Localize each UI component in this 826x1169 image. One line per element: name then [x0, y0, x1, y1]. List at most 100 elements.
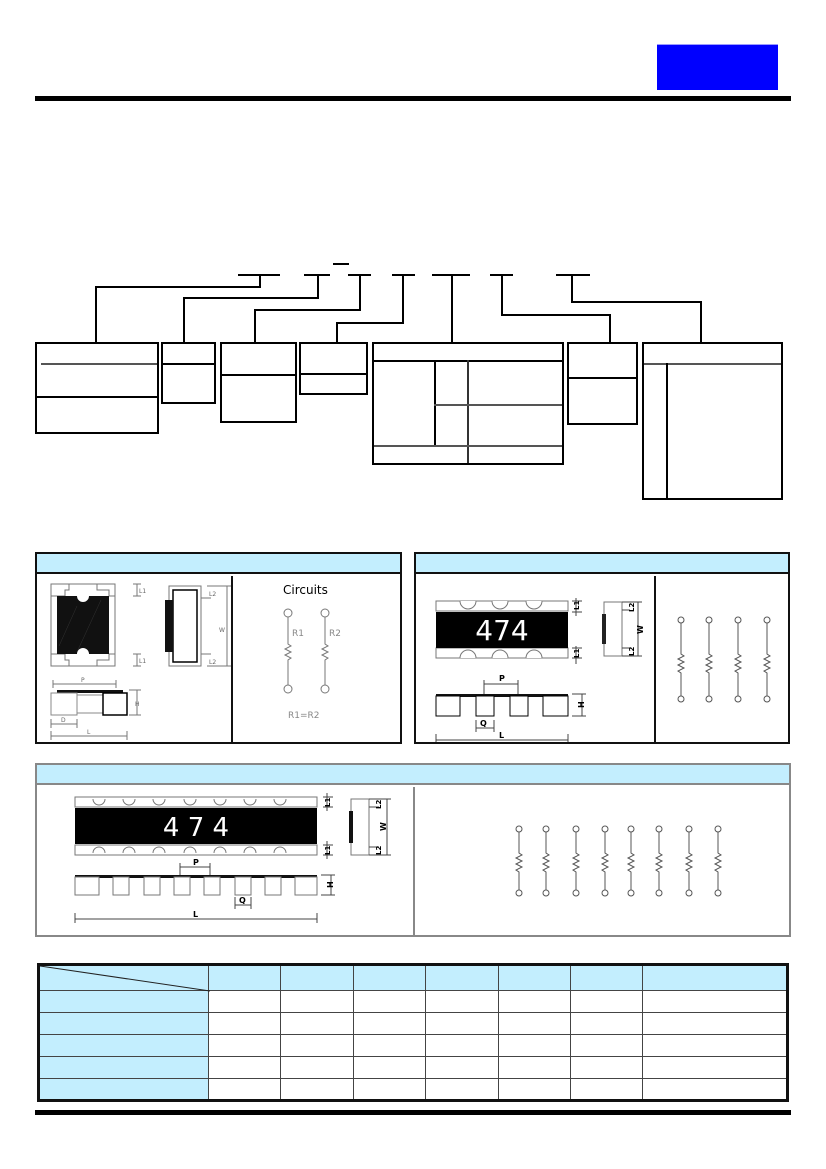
table-cell: [207, 1078, 282, 1101]
table-row-label: [38, 1056, 209, 1079]
chip-marking: 474: [475, 614, 528, 647]
table-cell: [569, 1056, 644, 1079]
table-cell: [642, 1056, 788, 1079]
table-cell: [280, 1056, 354, 1079]
table-cell: [425, 1078, 499, 1101]
table-cell: [207, 1012, 282, 1035]
callout-box-4: [299, 342, 368, 395]
table-cell: [207, 1056, 282, 1079]
table-header-cell: [642, 963, 788, 991]
table-row: [38, 990, 788, 1013]
table-cell: [207, 1034, 282, 1057]
table-cell: [352, 990, 427, 1013]
table-cell: [425, 1012, 499, 1035]
table-header-cell: [425, 963, 499, 991]
table-cell: [352, 1034, 427, 1057]
footer-rule: [35, 1110, 791, 1115]
chip-marking: 4 7 4: [163, 813, 229, 843]
dim-label-H: H: [135, 701, 140, 708]
4r-dimension-drawing: 474 L1 L1 L2 L2 W P H Q L: [435, 598, 645, 742]
panel-header: [37, 554, 400, 574]
dim-label-L: L: [87, 729, 91, 736]
dim-label-W: W: [379, 822, 388, 831]
table-cell: [280, 1012, 354, 1035]
table-cell: [569, 990, 644, 1013]
table-cell: [425, 1056, 499, 1079]
dim-label-Q: Q: [480, 719, 487, 728]
svg-text:L2: L2: [375, 846, 383, 855]
2r-dimension-drawing: L1 L1 L2 L2 W P H D L: [50, 583, 231, 740]
callout-box-2: [161, 342, 216, 404]
table-row-label: [38, 990, 209, 1013]
header-rule: [35, 96, 791, 101]
panel-2-resistor-array: L1 L1 L2 L2 W P H D L Circuits R1 R2 R: [35, 552, 402, 744]
dim-label-H: H: [577, 701, 586, 708]
circuits-title: Circuits: [283, 583, 328, 597]
table-header-cell: [569, 963, 644, 991]
callout-box-5: [372, 342, 564, 465]
overline-mark: [333, 263, 349, 265]
table-row: [38, 1056, 788, 1079]
resistor-equation: R1=R2: [288, 711, 320, 721]
table-cell: [569, 1078, 644, 1101]
dim-label-Q: Q: [239, 896, 246, 905]
dim-label-P: P: [193, 858, 199, 867]
dim-label-L: L: [499, 731, 504, 740]
table-cell: [497, 1056, 571, 1079]
table-cell: [352, 1078, 427, 1101]
dim-label-P: P: [499, 674, 505, 683]
dim-label-P: P: [81, 677, 85, 684]
panel-header: [416, 554, 788, 574]
segment-7: [556, 274, 590, 276]
dim-label-L1: L1: [139, 588, 146, 595]
svg-text:L2: L2: [628, 647, 636, 656]
table-cell: [569, 1034, 644, 1057]
table-row-label: [38, 1012, 209, 1035]
resistor-label-r2: R2: [329, 629, 341, 639]
table-cell: [280, 1034, 354, 1057]
table-cell: [425, 1034, 499, 1057]
table-cell: [280, 1078, 354, 1101]
callout-box-3: [220, 342, 297, 423]
svg-text:L1: L1: [324, 846, 332, 855]
resistor-label-r1: R1: [292, 629, 304, 639]
table-cell: [280, 990, 354, 1013]
table-cell: [352, 1056, 427, 1079]
table-cell: [497, 1012, 571, 1035]
table-cell: [497, 1078, 571, 1101]
panel-header: [37, 765, 789, 785]
dim-label-W: W: [219, 627, 225, 634]
table-header-cell: [207, 963, 282, 991]
8r-dimension-drawing: 4 7 4 L1 L1 L2 L2 W P H Q L: [74, 793, 391, 923]
callout-box-7: [642, 342, 783, 500]
panel-8-resistor-array: 4 7 4 L1 L1 L2 L2 W P H Q L: [35, 763, 791, 937]
table-row: [38, 1034, 788, 1057]
table-header-cell: [497, 963, 571, 991]
table-row: [38, 1012, 788, 1035]
table-cell: [425, 990, 499, 1013]
dim-label-L2: L2: [628, 603, 636, 612]
8r-circuit-diagram: [514, 825, 723, 897]
callout-box-6: [567, 342, 638, 425]
table-corner-cell: [38, 963, 210, 992]
table-cell: [497, 990, 571, 1013]
panel-4-resistor-array: 474 L1 L1 L2 L2 W P H Q L: [414, 552, 790, 744]
2r-circuit-diagram: Circuits R1 R2 R1=R2: [283, 583, 341, 721]
4r-circuit-diagram: [676, 616, 772, 703]
table-header-cell: [352, 963, 427, 991]
table-cell: [497, 1034, 571, 1057]
svg-text:L2: L2: [209, 659, 216, 666]
dim-label-H: H: [326, 881, 335, 888]
table-cell: [642, 990, 788, 1013]
table-row-label: [38, 1078, 209, 1101]
table-header-cell: [280, 963, 354, 991]
table-row-label: [38, 1034, 209, 1057]
brand-badge: [657, 44, 778, 90]
dim-label-L1: L1: [573, 601, 581, 610]
dim-label-L2: L2: [209, 591, 216, 598]
table-cell: [642, 1012, 788, 1035]
dim-label-W: W: [636, 625, 645, 634]
table-cell: [207, 990, 282, 1013]
dim-label-L2: L2: [375, 800, 383, 809]
dim-label-L: L: [193, 910, 198, 919]
